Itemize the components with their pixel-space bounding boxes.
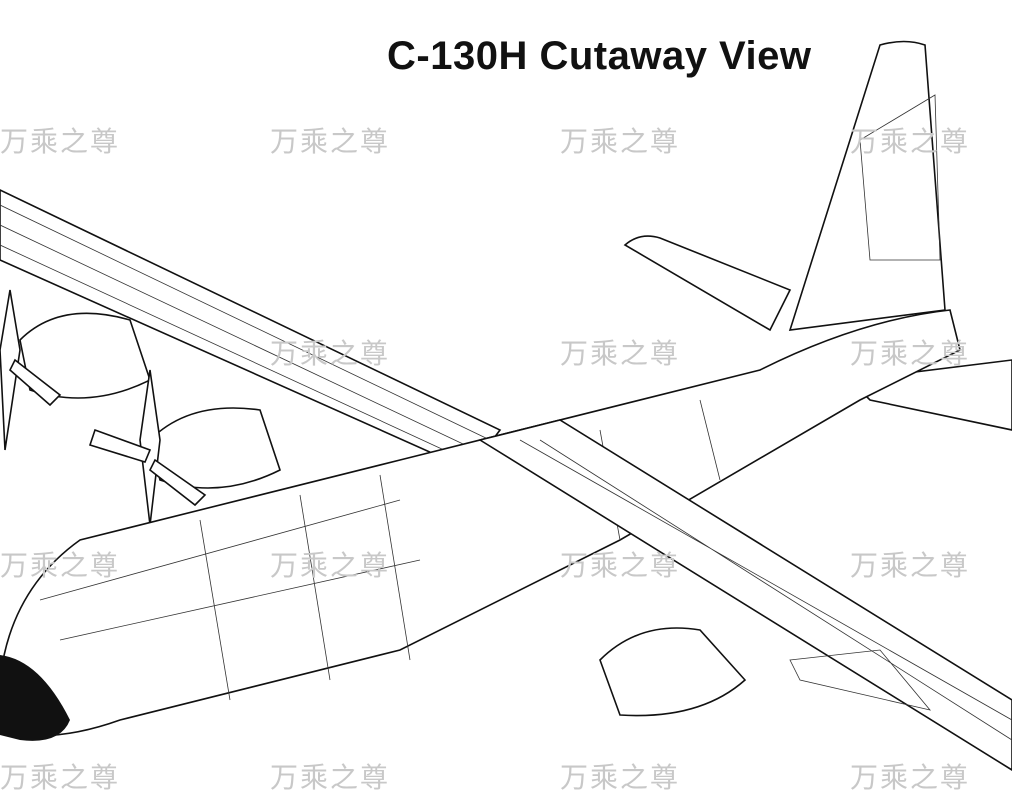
watermark: 万乘之尊 (0, 550, 121, 581)
watermark: 万乘之尊 (0, 126, 121, 157)
watermark: 万乘之尊 (560, 550, 681, 581)
watermark: 万乘之尊 (270, 550, 391, 581)
left-horizontal-stabilizer (623, 235, 792, 332)
watermark: 万乘之尊 (850, 338, 971, 369)
page-title: C-130H Cutaway View (387, 34, 812, 78)
vertical-stabilizer (788, 40, 946, 331)
wing-cutaway-section (789, 649, 932, 711)
watermark: 万乘之尊 (560, 762, 681, 793)
watermark: 万乘之尊 (850, 126, 971, 157)
watermark: 万乘之尊 (270, 126, 391, 157)
watermark: 万乘之尊 (850, 762, 971, 793)
left-inner-propeller (88, 369, 207, 526)
watermark: 万乘之尊 (560, 338, 681, 369)
watermark: 万乘之尊 (560, 126, 681, 157)
watermark: 万乘之尊 (270, 338, 391, 369)
watermark: 万乘之尊 (850, 550, 971, 581)
watermark: 万乘之尊 (270, 762, 391, 793)
right-wing (477, 419, 1012, 771)
left-outer-propeller (0, 289, 62, 451)
right-inner-engine (599, 627, 747, 717)
nose-radome (0, 655, 70, 741)
fuselage (0, 309, 961, 737)
watermark: 万乘之尊 (0, 762, 121, 793)
